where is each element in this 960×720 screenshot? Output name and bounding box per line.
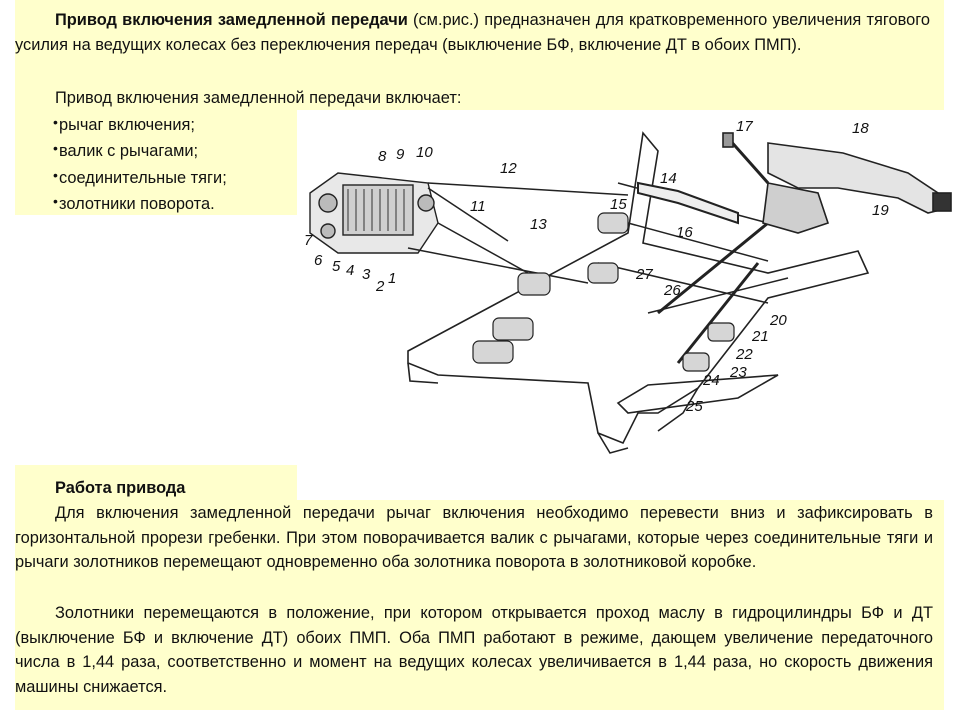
part-label-11: 11 bbox=[470, 198, 486, 215]
bullet-icon: • bbox=[53, 140, 58, 157]
work-paragraph-2: Золотники перемещаются в положение, при … bbox=[15, 604, 933, 696]
bullet-icon: • bbox=[53, 114, 58, 130]
bullet-icon: • bbox=[53, 166, 58, 183]
list-item: •рычаг включения; bbox=[15, 112, 227, 138]
part-label-14: 14 bbox=[660, 170, 677, 187]
part-label-20: 20 bbox=[769, 312, 787, 329]
work-panel bbox=[15, 500, 944, 710]
part-label-9: 9 bbox=[396, 146, 405, 163]
includes-line: Привод включения замедленной передачи вк… bbox=[55, 89, 462, 107]
part-label-2: 2 bbox=[375, 278, 385, 295]
part-label-12: 12 bbox=[500, 160, 517, 177]
part-label-22: 22 bbox=[735, 346, 753, 363]
components-list: •рычаг включения; •валик с рычагами; •со… bbox=[15, 112, 227, 217]
list-panel bbox=[15, 110, 297, 215]
part-label-24: 24 bbox=[702, 372, 720, 389]
part-label-4: 4 bbox=[346, 262, 354, 279]
part-label-26: 26 bbox=[663, 282, 681, 299]
work-heading: Работа привода bbox=[55, 479, 186, 497]
part-label-18: 18 bbox=[852, 120, 869, 137]
intro-title: Привод включения замедленной передачи bbox=[55, 11, 408, 29]
part-label-13: 13 bbox=[530, 216, 547, 233]
part-label-25: 25 bbox=[685, 398, 703, 415]
intro-panel bbox=[15, 0, 944, 110]
part-label-27: 27 bbox=[635, 266, 653, 283]
part-label-6: 6 bbox=[314, 252, 323, 269]
work-paragraph-1: Для включения замедленной передачи рычаг… bbox=[15, 504, 933, 571]
spool-box bbox=[309, 172, 439, 254]
work-heading-panel bbox=[15, 465, 297, 500]
drive-diagram: 1 2 3 4 5 6 7 8 9 10 11 12 13 14 15 16 1… bbox=[304, 118, 952, 454]
part-label-1: 1 bbox=[388, 270, 396, 287]
rods bbox=[407, 182, 789, 314]
intro-text: (см.рис.) предназначен для кратковременн… bbox=[15, 11, 930, 54]
list-item: •золотники поворота. bbox=[15, 191, 227, 217]
list-item: •валик с рычагами; bbox=[15, 138, 227, 164]
part-labels: 1 2 3 4 5 6 7 8 9 10 11 12 13 14 15 16 1… bbox=[304, 118, 889, 415]
shaft bbox=[637, 181, 769, 364]
part-label-16: 16 bbox=[676, 224, 693, 241]
part-label-17: 17 bbox=[736, 118, 753, 135]
control-lever bbox=[722, 132, 952, 234]
part-label-15: 15 bbox=[610, 196, 627, 213]
part-label-19: 19 bbox=[872, 202, 889, 219]
intro-paragraph: Привод включения замедленной передачи (с… bbox=[15, 8, 930, 57]
list-item: •соединительные тяги; bbox=[15, 165, 227, 191]
bullet-icon: • bbox=[53, 192, 58, 209]
part-label-23: 23 bbox=[729, 364, 747, 381]
part-label-5: 5 bbox=[332, 258, 341, 275]
bellows bbox=[472, 212, 735, 372]
part-label-3: 3 bbox=[362, 266, 371, 283]
frame-plate bbox=[407, 131, 870, 454]
part-label-10: 10 bbox=[416, 144, 433, 161]
part-label-8: 8 bbox=[378, 148, 387, 165]
part-label-7: 7 bbox=[304, 232, 313, 249]
part-label-21: 21 bbox=[751, 328, 769, 345]
